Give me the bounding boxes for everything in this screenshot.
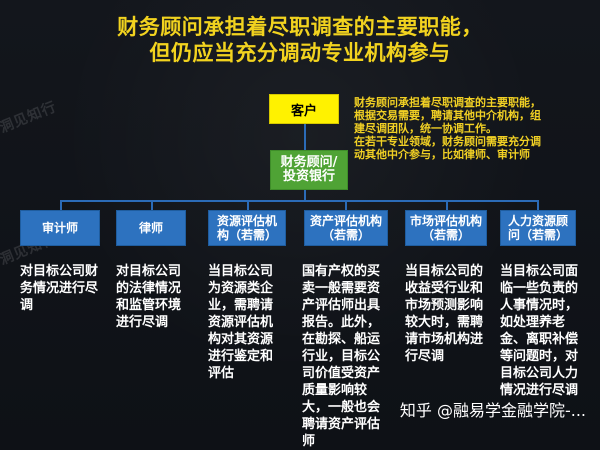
agency-desc-hr: 当目标公司面临一些负责的人事情况时，如处理养老金、离职补偿等问题时，对目标公司人… [500, 264, 579, 398]
client-box: 客户 [269, 94, 339, 124]
note-line: 根据交易需要，聘请其他中介机构，组 [354, 109, 541, 122]
note-text: 财务顾问承担着尽职调查的主要职能， 根据交易需要，聘请其他中介机构，组 建尽调团… [354, 96, 590, 161]
connector-line [304, 124, 306, 150]
connector-line [151, 200, 153, 210]
agency-desc-audit: 对目标公司财务情况进行尽调 [20, 264, 99, 313]
connector-line [537, 200, 539, 210]
page-title-line-1: 财务顾问承担着尽职调查的主要职能， [117, 15, 483, 39]
agency-box-asset: 资产评估机构（若需） [304, 210, 388, 246]
agency-box-market: 市场评估机构（若需） [405, 210, 487, 246]
agency-box-hr: 人力资源顾问（若需） [500, 210, 576, 246]
connector-line [446, 200, 448, 210]
note-line: 动其他中介参与，比如律师、审计师 [354, 148, 530, 161]
client-box-label: 客户 [290, 103, 317, 119]
connector-line [345, 200, 347, 210]
agency-label: 人力资源顾问（若需） [507, 214, 568, 242]
agency-box-audit: 审计师 [20, 210, 100, 246]
agency-desc-resource: 当目标公司为资源类企业，需聘请资源评估机构对其资源进行鉴定和评估 [208, 264, 274, 381]
page-title-line-2: 但仍应当充分调动专业机构参与 [149, 41, 451, 65]
agency-box-lawyer: 律师 [116, 210, 186, 246]
agency-box-resource: 资源评估机构（若需） [208, 210, 286, 246]
advisor-box-label: 财务顾问/投资银行 [280, 155, 338, 184]
agency-label: 资源评估机构（若需） [216, 214, 277, 242]
agency-label: 审计师 [41, 221, 78, 235]
note-line: 建尽调团队，统一协调工作。 [354, 122, 497, 135]
agency-desc-market: 当目标公司的收益受行业和市场预测影响较大时，需聘请市场机构进行尽调 [405, 264, 484, 364]
agency-label: 资产评估机构（若需） [309, 214, 382, 242]
connector-line [60, 200, 538, 202]
note-line: 在若干专业领域，财务顾问需要充分调 [354, 135, 541, 148]
agency-desc-lawyer: 对目标公司的法律情况和监管环境进行尽调 [116, 264, 182, 330]
agency-label: 市场评估机构（若需） [410, 214, 483, 242]
agency-desc-asset: 国有产权的买卖一般需要资产评估师出具报告。此外，在勘探、船运行业，目标公司价值受… [302, 264, 381, 449]
watermark-text: 知乎 @融易学金融学院-... [399, 401, 586, 420]
connector-line [60, 200, 62, 210]
agency-label: 律师 [138, 221, 163, 235]
advisor-box: 财务顾问/投资银行 [270, 150, 348, 190]
connector-line [247, 200, 249, 210]
connector-line [304, 190, 306, 200]
note-line: 财务顾问承担着尽职调查的主要职能， [354, 96, 541, 109]
